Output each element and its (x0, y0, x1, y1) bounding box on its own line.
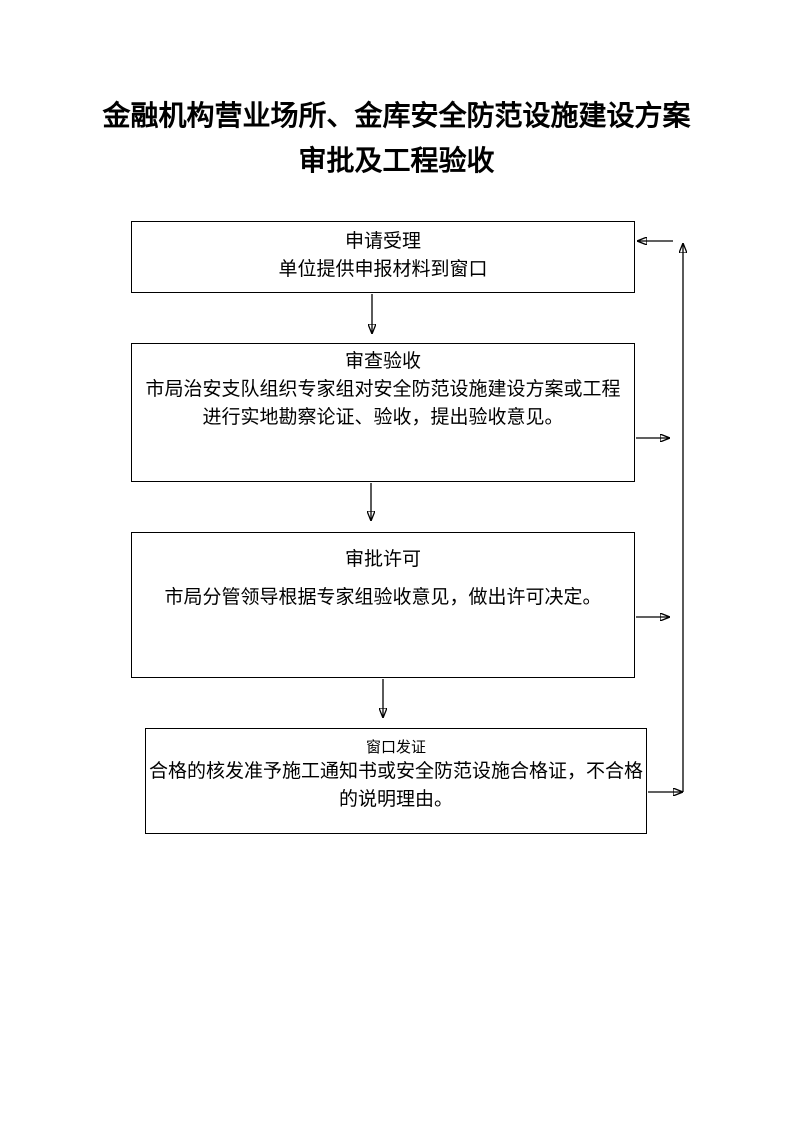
document-title-line1: 金融机构营业场所、金库安全防范设施建设方案 (102, 100, 691, 131)
document-title-line2: 审批及工程验收 (298, 145, 495, 176)
flow-step-review-acceptance: 审查验收 市局治安支队组织专家组对安全防范设施建设方案或工程 进行实地勘察论证、… (131, 343, 635, 482)
flow-step4-body: 合格的核发准予施工通知书或安全防范设施合格证，不合格 的说明理由。 (148, 761, 643, 810)
document-title: 金融机构营业场所、金库安全防范设施建设方案 审批及工程验收 (0, 93, 793, 183)
flow-step-application-intake: 申请受理 单位提供申报材料到窗口 (131, 221, 635, 293)
flow-step1-title: 申请受理 (344, 231, 421, 252)
flow-step1-body: 单位提供申报材料到窗口 (278, 259, 488, 280)
flow-step3-title: 审批许可 (344, 549, 421, 570)
flow-step3-body: 市局分管领导根据专家组验收意见，做出许可决定。 (164, 587, 602, 608)
flow-step2-body: 市局治安支队组织专家组对安全防范设施建设方案或工程 进行实地勘察论证、验收，提出… (145, 379, 621, 428)
flow-step2-title: 审查验收 (344, 351, 421, 372)
flow-step-certificate-issuance: 窗口发证 合格的核发准予施工通知书或安全防范设施合格证，不合格 的说明理由。 (145, 728, 647, 834)
flow-step4-title: 窗口发证 (365, 740, 426, 756)
flow-step-approval-permit: 审批许可 市局分管领导根据专家组验收意见，做出许可决定。 (131, 532, 635, 678)
